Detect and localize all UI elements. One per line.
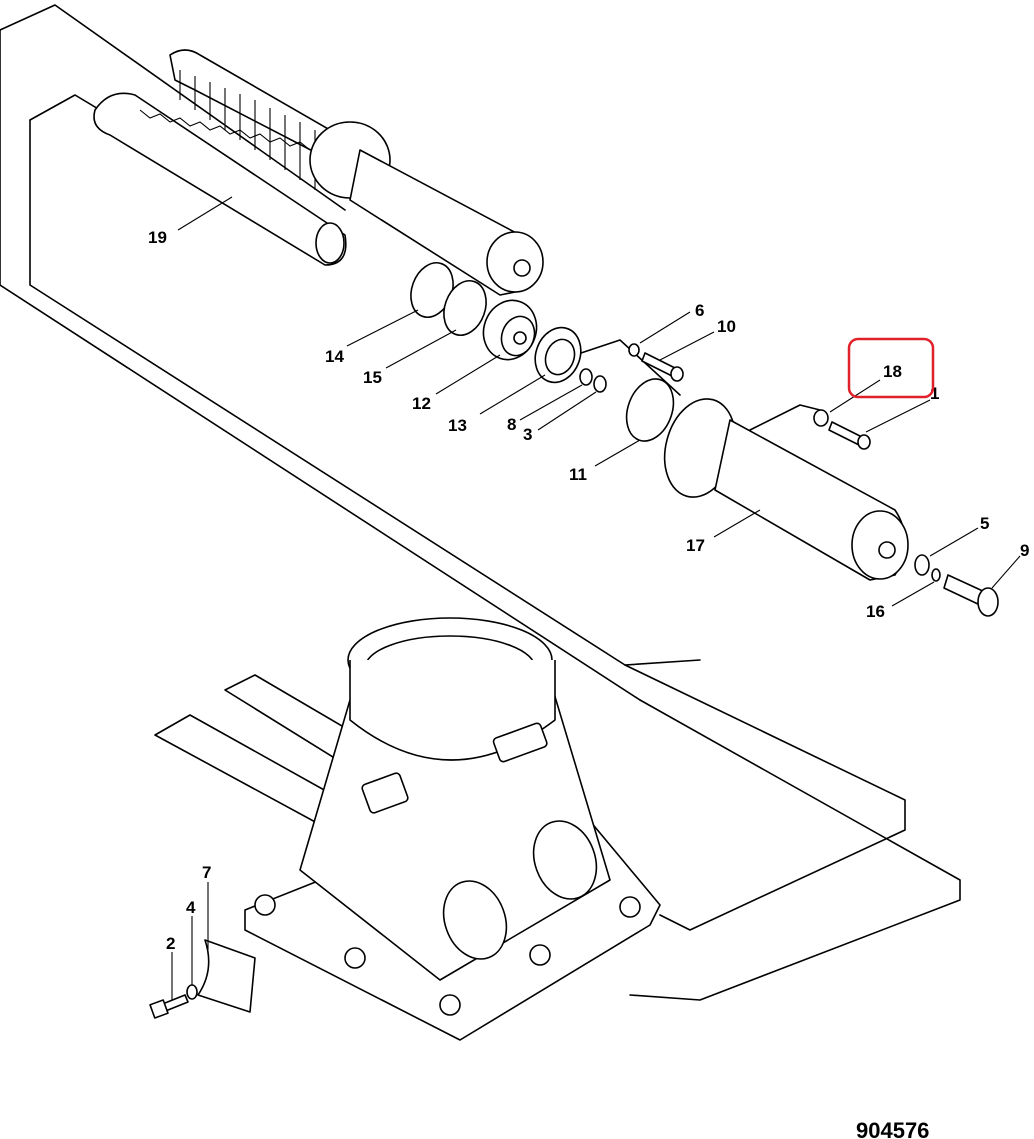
callout-4: 4 [186, 898, 196, 917]
callout-leader-lines [171, 196, 1021, 1000]
part-19-rack-assembly [93, 49, 544, 296]
callout-17: 17 [686, 536, 705, 555]
part-4-washer [186, 984, 198, 1000]
part-6-washer [628, 343, 640, 357]
callout-5: 5 [980, 514, 989, 533]
part-12-piston [482, 299, 538, 361]
part-16-washer [931, 568, 941, 582]
callout-7: 7 [202, 863, 211, 882]
part-7-clamp [197, 939, 256, 1013]
figure-number: 904576 [856, 1118, 929, 1139]
callout-1: 1 [930, 384, 939, 403]
callout-labels: 19 14 15 12 13 8 3 6 10 11 18 1 17 5 9 1… [148, 228, 1029, 953]
part-10-bolt [641, 352, 684, 382]
part-17-cylinder-barrel [663, 398, 909, 581]
assembly-frame-lines [0, 4, 961, 1001]
callout-11: 11 [569, 465, 587, 484]
part-2-bolt [149, 994, 189, 1019]
callout-9: 9 [1020, 541, 1029, 560]
housing-base [154, 617, 661, 1041]
callout-6: 6 [695, 301, 704, 320]
callout-12: 12 [412, 394, 431, 413]
part-15-backup-ring [443, 280, 487, 336]
part-9-pin [943, 574, 999, 617]
callout-2: 2 [166, 934, 175, 953]
callout-14: 14 [325, 347, 344, 366]
part-1-bolt [828, 421, 871, 450]
part-8-washer [579, 368, 593, 386]
callout-13: 13 [448, 416, 467, 435]
part-18-spacer [813, 409, 829, 427]
callout-18: 18 [883, 362, 902, 381]
callout-8: 8 [507, 415, 516, 434]
part-3-washer [593, 375, 607, 393]
callout-18-highlight-box [847, 337, 935, 399]
part-13-gland-nut [534, 326, 582, 384]
callout-16: 16 [866, 602, 885, 621]
callout-10: 10 [717, 317, 736, 336]
part-5-washer [914, 554, 930, 576]
callout-19: 19 [148, 228, 167, 247]
callout-15: 15 [363, 368, 382, 387]
callout-3: 3 [523, 425, 532, 444]
